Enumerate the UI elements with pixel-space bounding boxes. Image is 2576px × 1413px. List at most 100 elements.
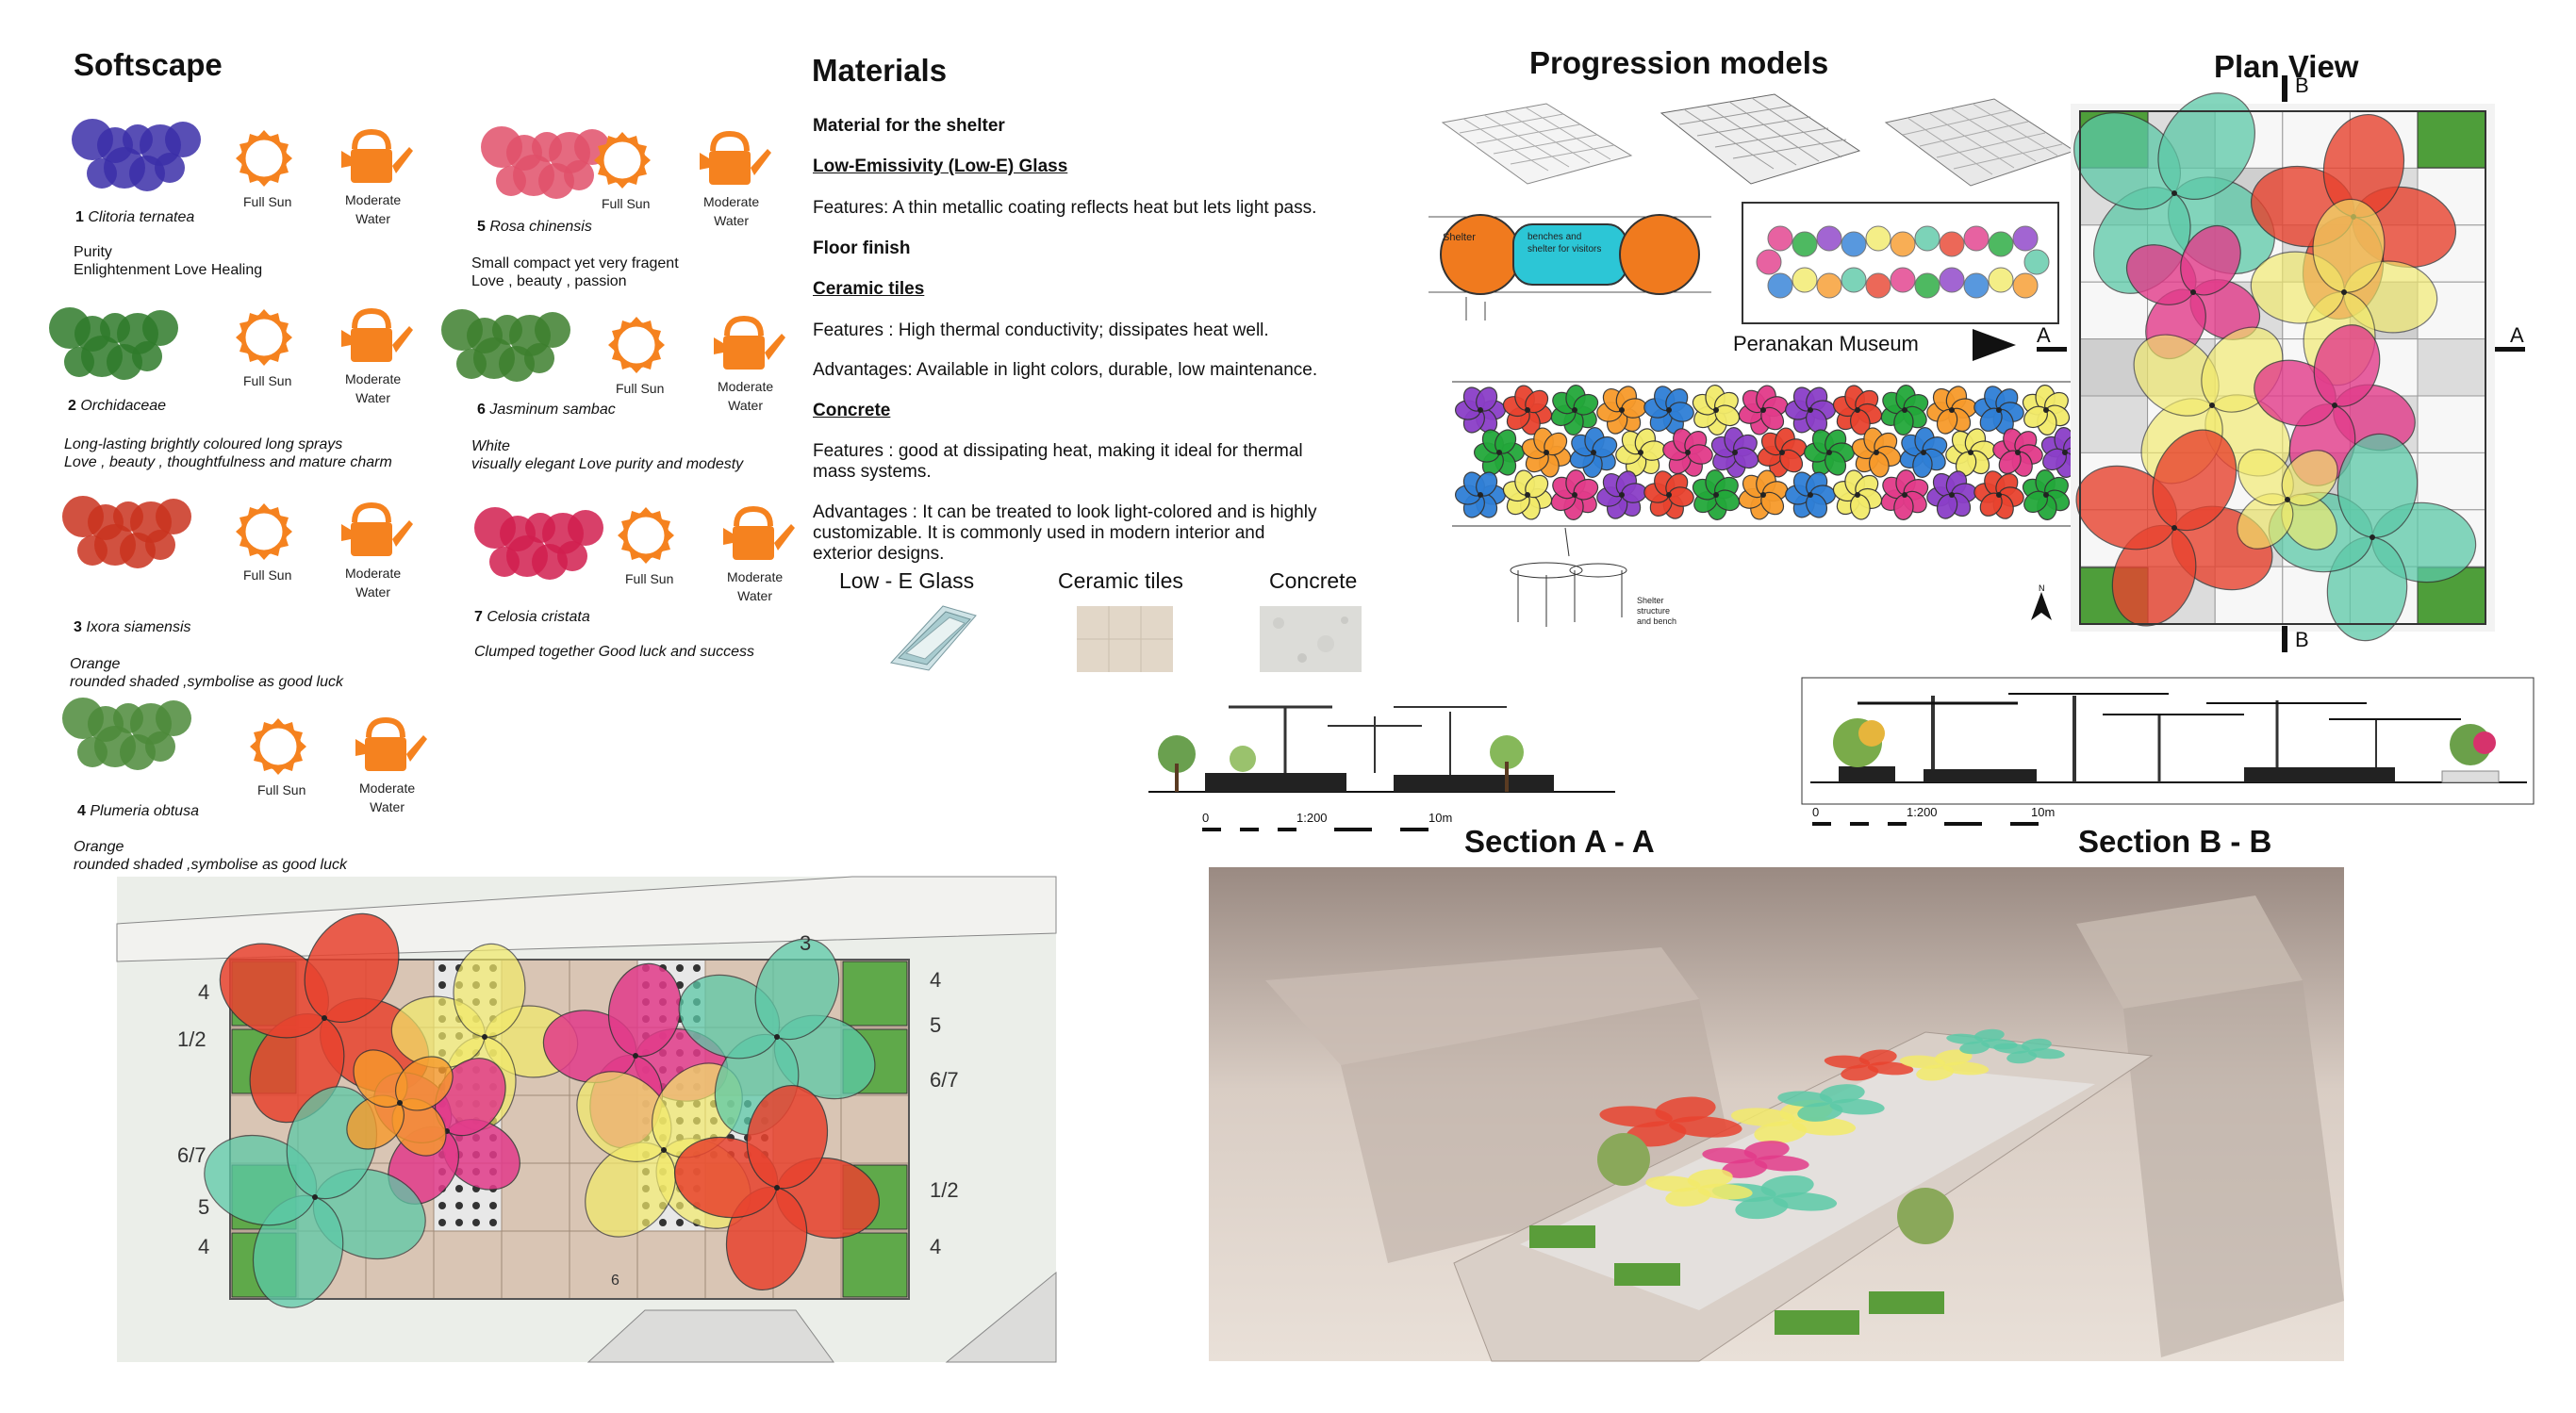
shelter-flower xyxy=(1926,386,1977,435)
shelter-flower xyxy=(2022,469,2071,520)
shelter-flower xyxy=(1521,427,1572,478)
plant-name-7: 7 Celosia cristata xyxy=(474,609,590,625)
plant-desc-4-1: rounded shaded ,symbolise as good luck xyxy=(74,857,347,873)
concrete-adv-3: exterior designs. xyxy=(813,544,945,564)
sun-icon xyxy=(236,503,292,560)
scale-b-end: 10m xyxy=(2031,805,2056,819)
plant-desc-1-0: Purity xyxy=(74,244,112,260)
site-label-left-0: 4 xyxy=(198,980,210,1004)
plant-desc-6-0: White xyxy=(471,438,510,454)
shelter-flower xyxy=(2075,429,2273,627)
sketch-note-4: Shelter xyxy=(1637,596,1664,605)
sketch-note-6: and bench xyxy=(1637,616,1677,626)
shelter-flower xyxy=(1945,428,1996,477)
scale-a-end: 10m xyxy=(1428,811,1453,825)
section-a-drawing xyxy=(1148,705,1615,793)
watering-can-icon xyxy=(723,505,795,560)
north-arrow-icon: N xyxy=(2031,583,2052,620)
plant-image-6 xyxy=(441,309,570,382)
full-sun-label: Full Sun xyxy=(257,782,306,797)
shelter-flower xyxy=(1502,469,1553,520)
watering-can-icon xyxy=(714,315,785,370)
plant-image-3 xyxy=(62,496,191,568)
section-a-scale xyxy=(1202,828,1428,831)
watering-can-icon xyxy=(341,501,413,556)
concept-sketch-shelter xyxy=(1428,214,1711,320)
plant-name-4: 4 Plumeria obtusa xyxy=(77,803,199,819)
plant-desc-1-1: Enlightenment Love Healing xyxy=(74,262,263,278)
progression-model-1 xyxy=(1441,103,1633,185)
svg-text:N: N xyxy=(2039,583,2045,593)
plant-name-5: 5 Rosa chinensis xyxy=(477,219,592,235)
shelter-flower xyxy=(1596,386,1647,435)
shelter-flower xyxy=(1643,386,1694,435)
sun-icon xyxy=(618,507,674,564)
shelter-flower xyxy=(1880,385,1929,435)
section-b-scale xyxy=(1812,822,2039,826)
shelter-flower xyxy=(1738,385,1789,435)
shelter-flower xyxy=(2237,449,2338,550)
shelter-flower xyxy=(1899,427,1948,478)
concrete-features-2: mass systems. xyxy=(813,462,932,482)
shelter-flower xyxy=(1851,427,1902,478)
watering-can-icon xyxy=(700,130,771,185)
concrete-heading: Concrete xyxy=(813,401,891,420)
perspective-render xyxy=(1209,867,2344,1362)
plant-desc-2-0: Long-lasting brightly coloured long spra… xyxy=(64,436,343,452)
concrete-features-1: Features : good at dissipating heat, mak… xyxy=(813,441,1303,461)
render-flower xyxy=(1645,1169,1753,1207)
plant-image-5 xyxy=(481,126,610,199)
materials-title: Materials xyxy=(812,53,948,88)
scale-b-0: 0 xyxy=(1812,805,1820,819)
sketch-note-2: benches and xyxy=(1527,232,1582,242)
watering-can-icon xyxy=(341,307,413,362)
museum-arrow-icon xyxy=(1973,329,2016,361)
shelter-flower xyxy=(1474,429,1525,476)
shelter-flower xyxy=(1596,470,1647,519)
shelter-flower xyxy=(1550,469,1599,520)
sun-icon xyxy=(250,718,306,775)
marker-b-bottom: B xyxy=(2295,628,2309,651)
site-label-right-2: 6/7 xyxy=(930,1068,959,1092)
full-sun-label: Full Sun xyxy=(602,196,651,211)
swatch-label-concrete: Concrete xyxy=(1269,568,1358,593)
site-plan xyxy=(116,876,1057,1363)
render-flower xyxy=(1824,1049,1914,1081)
softscape-title: Softscape xyxy=(74,47,223,82)
render-flower xyxy=(1777,1084,1885,1122)
section-marker-b-top xyxy=(2282,75,2287,102)
section-marker-b-bottom xyxy=(2282,626,2287,652)
shelter-flower xyxy=(1662,428,1713,477)
progression-model-3 xyxy=(1884,98,2076,187)
plant-desc-5-0: Small compact yet very fragent xyxy=(471,255,679,271)
full-sun-label: Full Sun xyxy=(616,381,665,396)
tiles-features: Features : High thermal conductivity; di… xyxy=(813,320,1269,340)
plant-desc-2-1: Love , beauty , thoughtfulness and matur… xyxy=(64,454,392,470)
shelter-flower xyxy=(673,1084,881,1291)
site-label-right-0: 4 xyxy=(930,968,942,992)
shelter-flower xyxy=(1692,385,1741,435)
scale-a-0: 0 xyxy=(1202,811,1210,825)
shelter-flower xyxy=(346,1049,454,1157)
site-label-left-2: 6/7 xyxy=(177,1143,206,1167)
plant-image-2 xyxy=(49,307,178,380)
progression-title: Progression models xyxy=(1529,45,1829,80)
plant-desc-7-0: Clumped together Good luck and success xyxy=(474,644,755,660)
concept-sketch-flowers xyxy=(1452,381,2089,527)
shelter-flower xyxy=(1710,427,1759,478)
plant-image-1 xyxy=(72,119,201,191)
plant-image-4 xyxy=(62,698,191,770)
section-b-title: Section B - B xyxy=(2078,824,2272,859)
shelter-flower xyxy=(1832,385,1883,435)
shelter-flower xyxy=(1569,427,1618,478)
scale-b-mid: 1:200 xyxy=(1907,805,1938,819)
plant-desc-3-0: Orange xyxy=(70,656,121,672)
shelter-flower xyxy=(1832,469,1883,520)
glass-heading: Low-Emissivity (Low-E) Glass xyxy=(813,156,1068,176)
render-flower xyxy=(1993,1038,2065,1064)
